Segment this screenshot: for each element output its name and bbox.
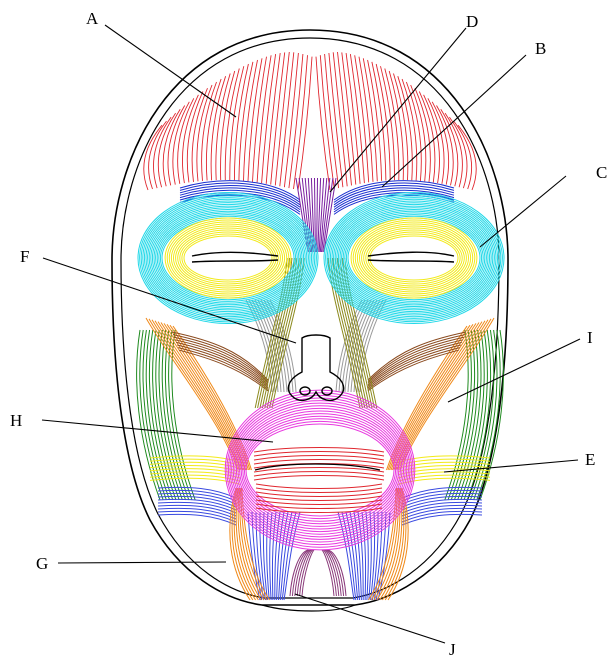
- leader-c: [480, 176, 566, 247]
- label-g: G: [36, 554, 48, 573]
- eyelid-ring: [169, 222, 286, 294]
- leader-a: [105, 25, 236, 117]
- frontalis-fibre: [415, 88, 430, 182]
- eyelid-ring: [368, 234, 460, 282]
- nose-outline: [288, 335, 343, 400]
- zyg-minor-fibre: [368, 340, 463, 385]
- lip-fibre: [256, 484, 382, 489]
- leader-g: [58, 562, 226, 563]
- eye-slits: [192, 252, 454, 262]
- frontalis-fibre: [298, 57, 312, 190]
- leader-d: [330, 28, 466, 192]
- depressor-orange-fibre: [234, 488, 255, 600]
- eyelid-ring: [182, 234, 274, 282]
- zygomaticus-minor-muscle: [172, 332, 466, 391]
- chin-outline: [262, 605, 355, 611]
- eyelid-ring: [176, 228, 281, 288]
- eyelid-ring: [180, 232, 276, 284]
- orbicularis-oculi-ring: [338, 208, 489, 308]
- eyelid-ring: [362, 228, 467, 288]
- frontalis-muscle: [144, 52, 476, 190]
- label-d: D: [466, 12, 478, 31]
- orbicularis-oris-ring: [225, 390, 415, 550]
- orbicularis-oculi-ring: [346, 216, 481, 299]
- label-j: J: [449, 640, 456, 659]
- eyelid-ring: [167, 220, 289, 296]
- eyelid-muscle: [165, 218, 477, 298]
- frontalis-fibre: [294, 55, 308, 189]
- orbicularis-oculi-muscle: [138, 192, 504, 323]
- frontalis-fibre: [225, 69, 239, 181]
- orbicularis-oculi-ring: [329, 198, 499, 319]
- eyelid-ring: [184, 236, 272, 280]
- procerus-fibre: [323, 178, 333, 252]
- masseter-muscle: [137, 330, 504, 500]
- label-f: F: [20, 247, 29, 266]
- frontalis-fibre: [316, 57, 330, 190]
- leader-h: [42, 420, 273, 442]
- frontalis-fibre: [192, 88, 207, 182]
- leader-b: [382, 55, 526, 187]
- eyelid-ring: [355, 222, 472, 294]
- depressor-fibre: [366, 512, 368, 600]
- orbicularis-oris-muscle: [225, 390, 415, 550]
- frontalis-fibre: [234, 64, 248, 180]
- label-h: H: [10, 411, 22, 430]
- eyelid-ring: [366, 232, 462, 284]
- orbicularis-oculi-ring: [152, 208, 303, 308]
- eyelid-ring: [370, 236, 458, 280]
- frontalis-fibre: [187, 91, 203, 182]
- mentalis-muscle: [290, 550, 346, 596]
- procerus-fibre: [317, 178, 318, 252]
- eyelid-ring: [178, 230, 279, 286]
- risorius-muscle: [150, 456, 490, 484]
- eyelid-ring: [353, 220, 475, 296]
- frontalis-fibre: [230, 66, 244, 180]
- orbicularis-oris-ring: [233, 403, 407, 537]
- label-c: C: [596, 163, 607, 182]
- frontalis-fibre: [144, 125, 162, 190]
- frontalis-fibre: [163, 109, 180, 186]
- label-i: I: [587, 328, 593, 347]
- head-outline-outer: [112, 30, 508, 605]
- label-a: A: [86, 9, 99, 28]
- frontalis-fibre: [411, 85, 426, 181]
- label-e: E: [585, 450, 595, 469]
- lip-fibre: [254, 476, 384, 481]
- eyelid-ring: [364, 230, 465, 286]
- orbicularis-oculi-ring: [160, 216, 295, 299]
- label-b: B: [535, 39, 546, 58]
- buccinator-fibre: [158, 514, 236, 525]
